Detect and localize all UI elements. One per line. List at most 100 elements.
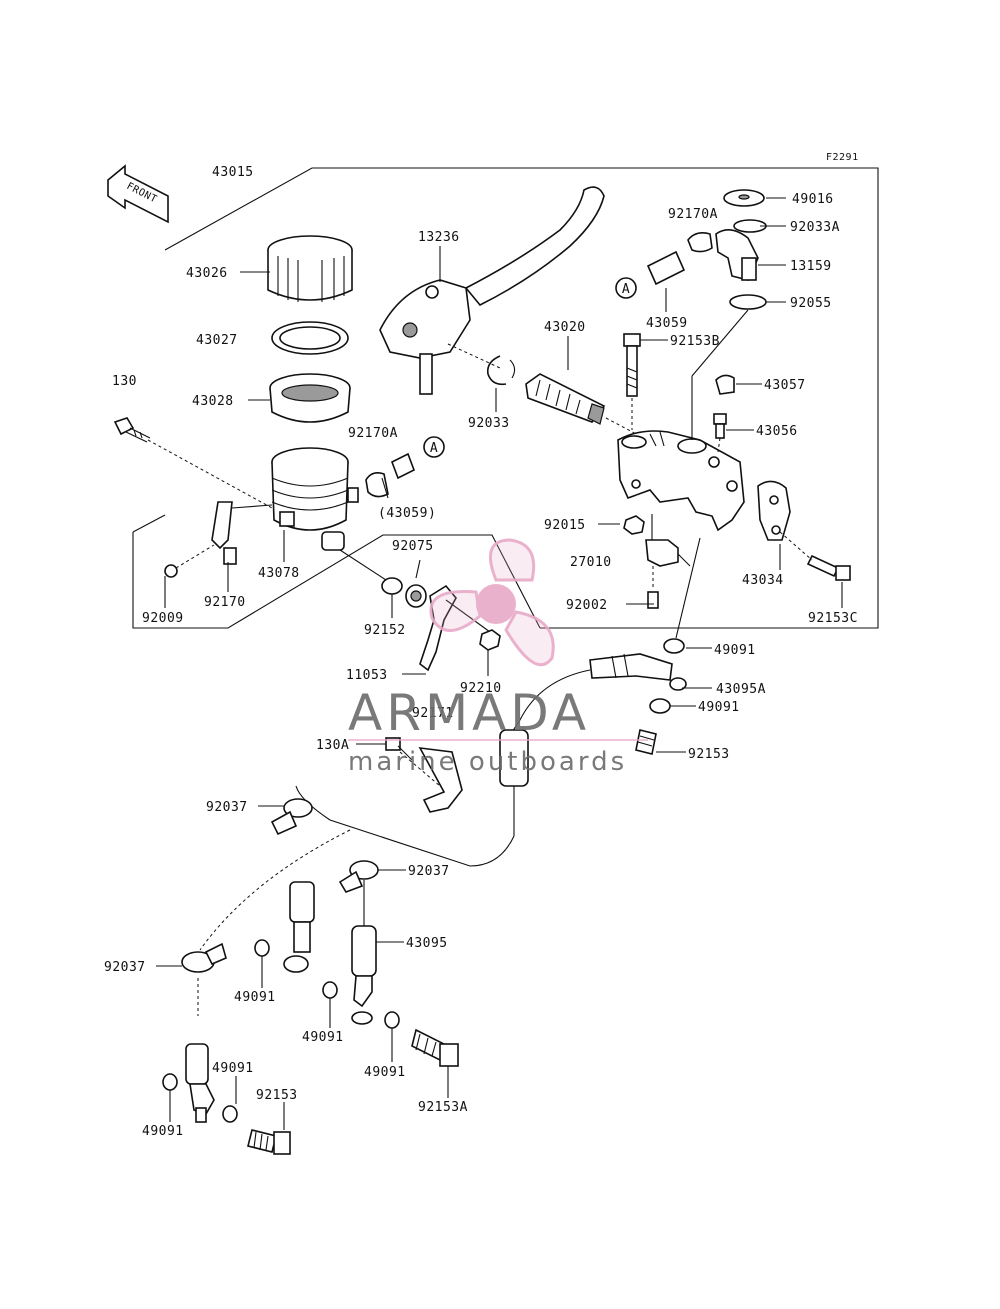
label-43057: 43057 bbox=[764, 378, 806, 393]
bolt-92153-a bbox=[635, 729, 657, 755]
label-92037-a: 92037 bbox=[206, 800, 248, 815]
label-92153A: 92153A bbox=[418, 1100, 468, 1115]
watermark-brand: ARMADA bbox=[348, 684, 590, 742]
brake-switch-27010 bbox=[645, 514, 691, 567]
screw-92009 bbox=[164, 544, 215, 578]
screw-92002 bbox=[647, 566, 659, 609]
label-92153C: 92153C bbox=[808, 611, 858, 626]
label-43020: 43020 bbox=[544, 320, 586, 335]
label-13159: 13159 bbox=[790, 259, 832, 274]
label-130A: 130A bbox=[316, 738, 349, 753]
clamp-43034 bbox=[757, 480, 791, 541]
label-92153-b: 92153 bbox=[256, 1088, 298, 1103]
label-92033A: 92033A bbox=[790, 220, 840, 235]
watermark: ARMADA marine outboards bbox=[348, 538, 648, 777]
bushing-92075 bbox=[405, 584, 427, 608]
part-labels: F2291 43015 49016 92170A 92033A 13236 13… bbox=[104, 152, 859, 1139]
assembly-frame bbox=[132, 167, 879, 629]
bolt-92153B bbox=[623, 333, 641, 430]
label-49016: 49016 bbox=[792, 192, 834, 207]
diaphragm bbox=[269, 373, 351, 423]
piston-kit-43020 bbox=[525, 373, 641, 437]
label-43027: 43027 bbox=[196, 333, 238, 348]
bolt-130 bbox=[113, 417, 273, 509]
label-92153-a: 92153 bbox=[688, 747, 730, 762]
label-92170A-mid: 92170A bbox=[348, 426, 398, 441]
label-49091-e: 49091 bbox=[364, 1065, 406, 1080]
label-49091-a: 49091 bbox=[714, 643, 756, 658]
washer-92152 bbox=[339, 549, 403, 595]
label-43095A: 43095A bbox=[716, 682, 766, 697]
callout-a-mid: A bbox=[423, 436, 445, 458]
label-92009: 92009 bbox=[142, 611, 184, 626]
label-49091-b: 49091 bbox=[698, 700, 740, 715]
label-92210: 92210 bbox=[460, 681, 502, 696]
hose-43095 bbox=[351, 925, 377, 1025]
hose-left-fitting bbox=[283, 881, 315, 973]
bleeder-43056 bbox=[713, 413, 727, 453]
cap-43057 bbox=[715, 374, 735, 395]
svg-text:A: A bbox=[430, 441, 438, 456]
washer-49091-d bbox=[322, 981, 338, 999]
washer-49091-g bbox=[162, 1073, 178, 1091]
hose-43059-top bbox=[646, 250, 686, 286]
figure-code: F2291 bbox=[826, 152, 859, 163]
watermark-tagline: marine outboards bbox=[348, 747, 627, 777]
banjo-92037-a bbox=[270, 798, 313, 836]
hose-43095A bbox=[507, 653, 687, 739]
leader-lines bbox=[156, 197, 843, 1130]
label-49091-c: 49091 bbox=[234, 990, 276, 1005]
label-43034: 43034 bbox=[742, 573, 784, 588]
master-cylinder-body bbox=[617, 430, 745, 532]
label-43015: 43015 bbox=[212, 165, 254, 180]
label-92171: 92171 bbox=[412, 706, 454, 721]
bolt-92153A bbox=[411, 1028, 459, 1067]
cap-49016 bbox=[723, 189, 765, 207]
reservoir-body bbox=[271, 447, 359, 551]
label-92152: 92152 bbox=[364, 623, 406, 638]
label-92170: 92170 bbox=[204, 595, 246, 610]
label-27010: 27010 bbox=[570, 555, 612, 570]
label-43056: 43056 bbox=[756, 424, 798, 439]
bracket-92171 bbox=[399, 747, 463, 813]
lower-hose-fitting bbox=[185, 1043, 215, 1123]
svg-text:A: A bbox=[622, 282, 630, 297]
brake-lever bbox=[379, 186, 605, 395]
circlip-92033 bbox=[447, 343, 516, 386]
front-arrow-icon: FRONT bbox=[107, 164, 169, 224]
washer-49091-a bbox=[663, 537, 701, 654]
washer-49091-e bbox=[384, 1011, 400, 1029]
bolt-92153C bbox=[779, 531, 851, 581]
label-49091-g: 49091 bbox=[142, 1124, 184, 1139]
label-49091-d: 49091 bbox=[302, 1030, 344, 1045]
hose-vertical-center bbox=[295, 729, 529, 867]
label-92037-b: 92037 bbox=[408, 864, 450, 879]
banjo-92037-c bbox=[181, 942, 227, 1016]
label-13236: 13236 bbox=[418, 230, 460, 245]
reservoir-cap bbox=[267, 235, 353, 302]
bracket-92170 bbox=[211, 501, 273, 565]
label-43028: 43028 bbox=[192, 394, 234, 409]
clamp-92170A-top bbox=[687, 232, 713, 253]
elbow-13159 bbox=[715, 229, 759, 281]
label-43078: 43078 bbox=[258, 566, 300, 581]
banjo-92037-b bbox=[199, 829, 379, 951]
hose-piece-43059-mid bbox=[390, 452, 416, 480]
label-92033: 92033 bbox=[468, 416, 510, 431]
nut-92015 bbox=[623, 515, 645, 535]
washer-49091-c bbox=[254, 939, 270, 957]
label-92075: 92075 bbox=[392, 539, 434, 554]
propeller-logo-icon bbox=[429, 538, 555, 667]
label-43095: 43095 bbox=[406, 936, 448, 951]
clamp-92170A-mid bbox=[365, 472, 389, 498]
label-43026: 43026 bbox=[186, 266, 228, 281]
nut-92210 bbox=[479, 629, 501, 651]
label-11053: 11053 bbox=[346, 668, 388, 683]
label-130: 130 bbox=[112, 374, 137, 389]
washer-49091-b bbox=[649, 698, 671, 714]
label-43059-mid: (43059) bbox=[378, 506, 436, 521]
label-92015: 92015 bbox=[544, 518, 586, 533]
diaphragm-plate bbox=[271, 321, 349, 355]
label-43059-top: 43059 bbox=[646, 316, 688, 331]
